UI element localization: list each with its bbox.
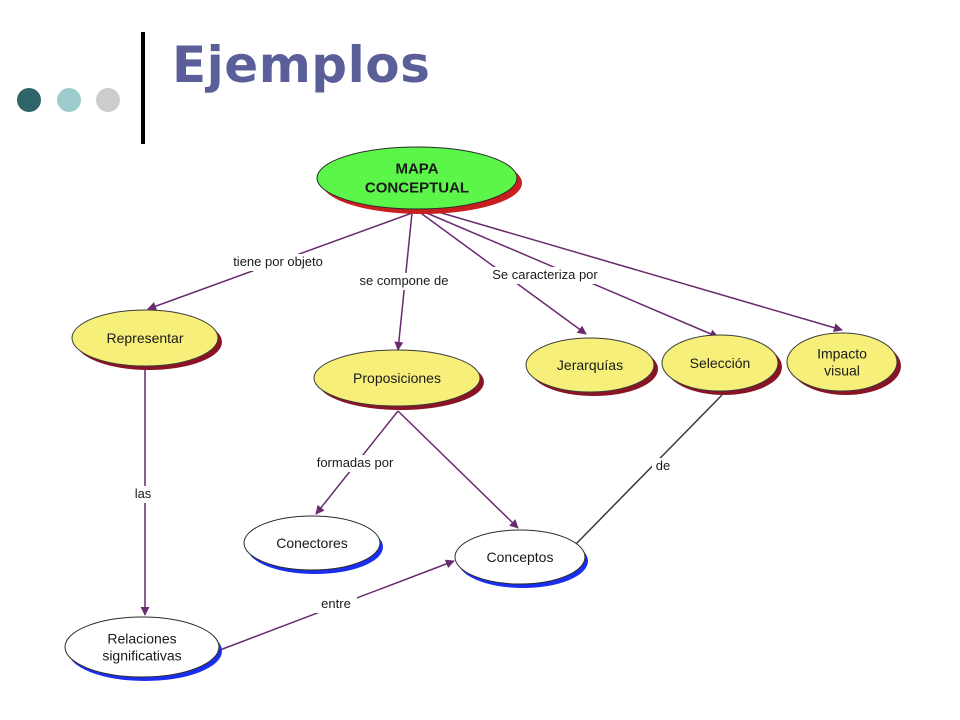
- node-conectores: Conectores: [243, 515, 383, 574]
- slide-title: Ejemplos: [172, 36, 431, 94]
- line-proposiciones-conceptos: [397, 410, 519, 529]
- link-label-entre-bg: [315, 596, 357, 613]
- link-label-formadas-por: formadas por: [317, 455, 394, 470]
- node-seleccion-label: Selección: [690, 355, 751, 371]
- decorative-dot-light: [57, 88, 81, 112]
- node-impacto-label: visual: [824, 363, 860, 379]
- node-mapa-label: CONCEPTUAL: [365, 180, 469, 197]
- node-jerarquias-shape: [525, 337, 655, 393]
- link-label-las-bg: [128, 486, 158, 503]
- node-conceptos-shape: [454, 529, 586, 585]
- node-jerarquias-label: Jerarquías: [557, 357, 623, 373]
- node-conectores-shape: [243, 515, 381, 571]
- node-representar-shape: [71, 309, 219, 367]
- link-label-de-bg: [652, 458, 674, 475]
- link-label-formadas-por-bg: [303, 455, 407, 472]
- link-label-se-compone-de: se compone de: [360, 273, 449, 288]
- decorative-dot-dark: [17, 88, 41, 112]
- node-impacto-shape: [786, 332, 898, 392]
- node-conectores-label: Conectores: [276, 535, 348, 551]
- node-seleccion: Selección: [661, 334, 782, 395]
- node-relaciones-label: Relaciones: [107, 631, 176, 647]
- node-proposiciones-label: Proposiciones: [353, 370, 441, 386]
- link-label-tiene-por-objeto-bg: [217, 254, 339, 271]
- link-label-entre: entre: [321, 596, 351, 611]
- node-proposiciones: Proposiciones: [313, 349, 484, 410]
- node-seleccion-shape: [661, 334, 779, 392]
- node-relaciones-shape: [64, 616, 220, 678]
- decorative-dot-gray: [96, 88, 120, 112]
- link-label-se-caracteriza-por-bg: [479, 267, 611, 284]
- link-label-se-caracteriza-por: Se caracteriza por: [492, 267, 598, 282]
- line-conceptos-seleccion: [574, 394, 723, 546]
- node-mapa: MAPA CONCEPTUAL: [316, 146, 522, 214]
- node-representar: Representar: [71, 309, 222, 370]
- title-divider: [141, 32, 145, 144]
- link-label-se-compone-de-bg: [345, 273, 463, 290]
- node-relaciones-label: significativas: [102, 648, 181, 664]
- link-label-de: de: [656, 458, 670, 473]
- node-mapa-shape: [316, 146, 518, 210]
- link-label-tiene-por-objeto: tiene por objeto: [233, 254, 323, 269]
- node-jerarquias: Jerarquías: [525, 337, 658, 396]
- node-conceptos-label: Conceptos: [487, 549, 554, 565]
- node-representar-label: Representar: [106, 330, 183, 346]
- node-mapa-label: MAPA: [395, 161, 438, 178]
- link-label-las: las: [135, 486, 152, 501]
- node-impacto-label: Impacto: [817, 346, 867, 362]
- node-proposiciones-shape: [313, 349, 481, 407]
- line-mapa-impacto: [427, 208, 843, 333]
- node-conceptos: Conceptos: [454, 529, 588, 588]
